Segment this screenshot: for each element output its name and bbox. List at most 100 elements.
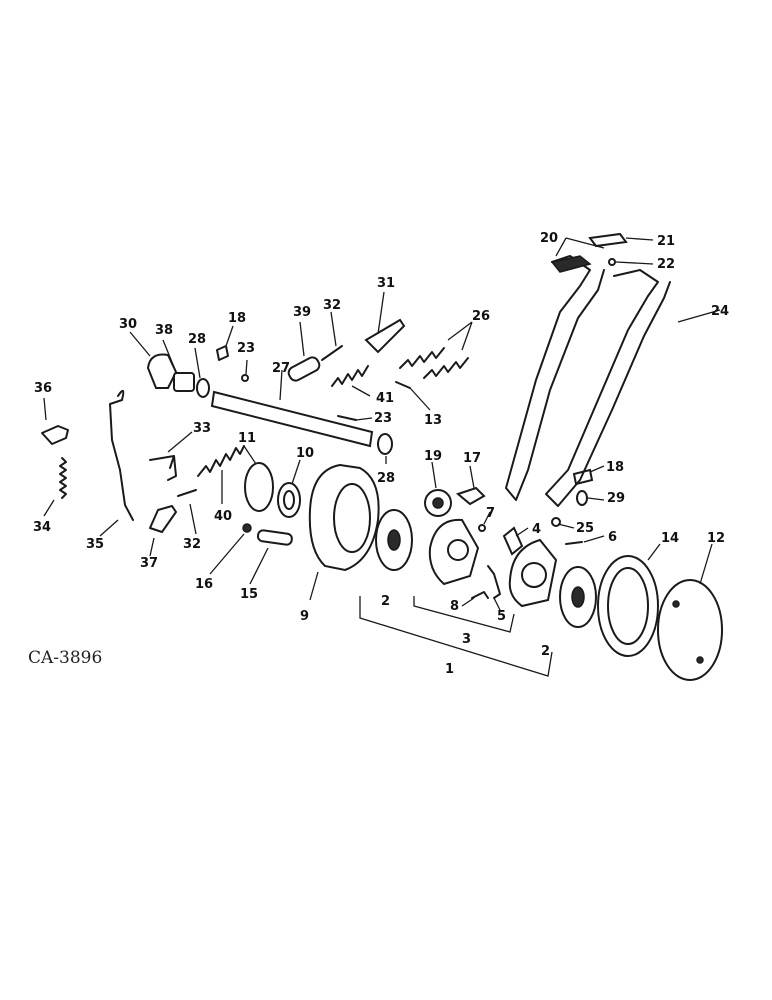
callout: 16 xyxy=(195,577,213,592)
callout: 23 xyxy=(374,411,392,426)
part-26-spring-a xyxy=(399,347,445,369)
part-7-pin xyxy=(478,524,486,532)
callout: 28 xyxy=(377,471,395,486)
part-32-pin-lower xyxy=(177,489,197,497)
part-13-clip xyxy=(395,381,411,389)
part-28-washer-lower xyxy=(377,433,393,455)
part-27-shaft xyxy=(210,390,374,448)
part-3-actuator xyxy=(428,518,480,586)
part-29-washer xyxy=(576,490,588,506)
callout: 21 xyxy=(657,234,675,249)
callout: 12 xyxy=(707,531,725,546)
part-2-disc-left-hub xyxy=(387,529,401,551)
callout: 18 xyxy=(228,311,246,326)
part-26-spring-b xyxy=(423,357,469,379)
callout: 26 xyxy=(472,309,490,324)
part-5-link xyxy=(487,565,501,599)
callout: 13 xyxy=(424,413,442,428)
callout: 15 xyxy=(240,587,258,602)
callout: 23 xyxy=(237,341,255,356)
part-23-pin-lower xyxy=(337,415,357,421)
callout: 28 xyxy=(188,332,206,347)
callout: 4 xyxy=(532,522,541,537)
part-11-o-ring xyxy=(244,462,274,512)
part-8-screw xyxy=(471,591,489,599)
part-22-pin xyxy=(608,258,616,266)
callout: 38 xyxy=(155,323,173,338)
callout: 18 xyxy=(606,460,624,475)
part-36-bracket xyxy=(41,425,69,445)
part-2-disc-right-hub xyxy=(571,586,585,608)
part-19-bearing-core xyxy=(432,497,444,509)
part-10-seal-inner xyxy=(283,490,295,510)
callout: 39 xyxy=(293,305,311,320)
leader-lines xyxy=(43,237,721,677)
part-21-pad xyxy=(588,232,628,248)
callout: 20 xyxy=(540,231,558,246)
part-3-actuator-bore xyxy=(447,539,469,561)
callouts: 1 2 2 3 4 5 6 7 8 9 10 11 12 13 14 15 16… xyxy=(33,231,729,677)
part-23-pin-top xyxy=(241,374,249,382)
part-38-bushing xyxy=(173,372,195,392)
callout: 19 xyxy=(424,449,442,464)
callout: 33 xyxy=(193,421,211,436)
callout: 24 xyxy=(711,304,729,319)
part-3-actuator-b xyxy=(508,538,558,608)
part-16-ball xyxy=(242,523,252,533)
part-37-clevis xyxy=(149,505,177,533)
part-31-lever xyxy=(364,318,406,354)
part-41-spring xyxy=(331,365,369,387)
callout: 9 xyxy=(300,609,309,624)
part-15-pin xyxy=(256,529,293,546)
callout: 40 xyxy=(214,509,232,524)
part-20-pad xyxy=(550,255,592,273)
callout: 3 xyxy=(462,632,471,647)
part-14-ring-inner xyxy=(607,567,649,645)
part-12-cover-hole-a xyxy=(672,600,680,608)
part-24-pedal-a xyxy=(505,255,605,501)
callout: 37 xyxy=(140,556,158,571)
part-32-pin-upper xyxy=(321,345,343,361)
part-35-rod xyxy=(109,389,134,521)
callout: 27 xyxy=(272,361,290,376)
part-12-cover xyxy=(657,579,723,681)
callout: 31 xyxy=(377,276,395,291)
part-18-bolt-top xyxy=(216,345,229,361)
callout: 17 xyxy=(463,451,481,466)
callout: 32 xyxy=(183,537,201,552)
callout: 2 xyxy=(541,644,550,659)
part-40-spring xyxy=(197,445,245,477)
part-3-actuator-b-bore xyxy=(521,562,547,588)
figure-reference: CA-3896 xyxy=(28,648,102,668)
part-12-cover-hole-b xyxy=(696,656,704,664)
callout: 6 xyxy=(608,530,617,545)
part-9-housing xyxy=(308,463,380,572)
callout: 10 xyxy=(296,446,314,461)
callout: 14 xyxy=(661,531,679,546)
callout: 34 xyxy=(33,520,51,535)
callout: 2 xyxy=(381,594,390,609)
part-4-link xyxy=(502,526,524,556)
callout: 30 xyxy=(119,317,137,332)
part-9-housing-bore xyxy=(333,483,371,553)
callout: 22 xyxy=(657,257,675,272)
callout: 1 xyxy=(445,662,454,677)
part-17-cam xyxy=(455,486,486,506)
callout: 7 xyxy=(486,506,495,521)
callout: 32 xyxy=(323,298,341,313)
part-28-washer-top xyxy=(196,378,210,398)
part-34-spring xyxy=(59,457,67,499)
part-10-seal xyxy=(277,482,301,518)
part-30-housing xyxy=(146,353,178,389)
part-25-nut xyxy=(551,517,561,527)
callout: 11 xyxy=(238,431,256,446)
callout: 8 xyxy=(450,599,459,614)
callout: 35 xyxy=(86,537,104,552)
callout: 41 xyxy=(376,391,394,406)
callout: 5 xyxy=(497,609,506,624)
part-6-screw xyxy=(565,541,583,545)
part-39-sleeve xyxy=(287,356,321,382)
part-33-bracket xyxy=(149,455,177,481)
part-24-pedal-b xyxy=(545,269,671,507)
